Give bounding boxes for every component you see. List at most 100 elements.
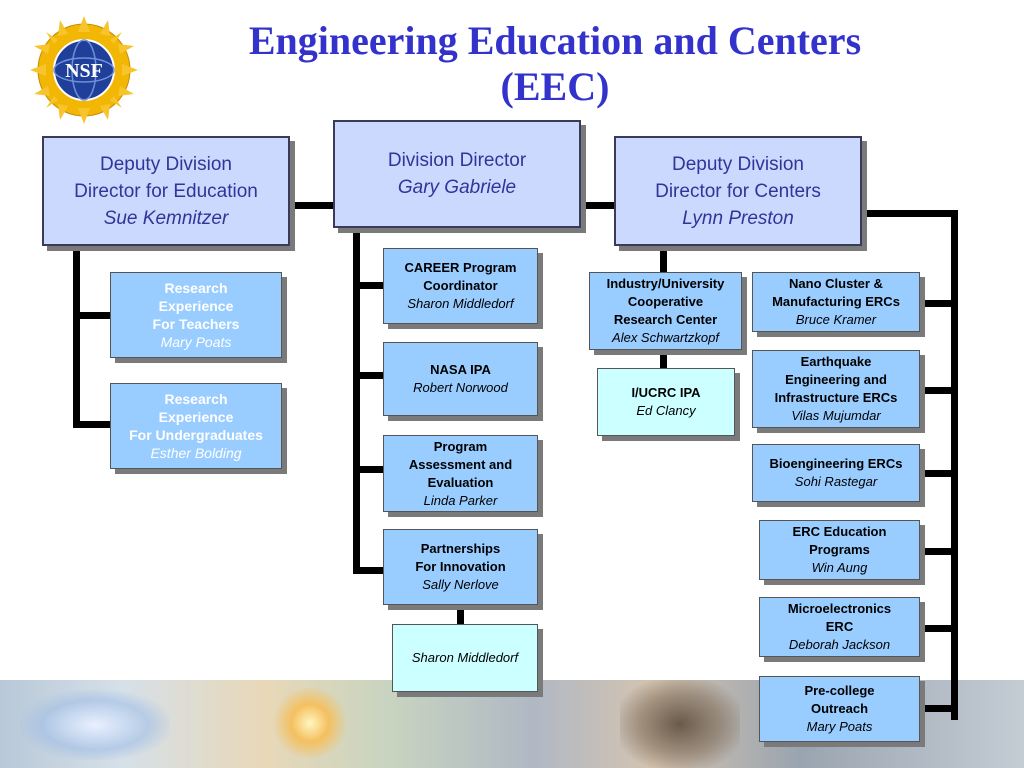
nsf-logo-icon: NSF [30,16,138,124]
staff-line-1: Partnerships [420,541,501,556]
division-director-name: Gary Gabriele [397,177,517,198]
staff-line-2: For Innovation [415,559,506,574]
deputy-centers-role-2: Director for Centers [655,180,821,202]
education-program-box: Research Experience For Undergraduates E… [110,383,282,469]
erc-person: Sohi Rastegar [794,474,878,489]
program-person: Esther Bolding [150,445,242,461]
page-title-line-2: (EEC) [500,64,610,109]
staff-box: NASA IPA Robert Norwood [383,342,538,416]
erc-person: Mary Poats [806,719,873,734]
connector-education-vertical [73,246,80,428]
connector-director-left [290,202,334,209]
connector-erc-1 [920,300,957,307]
deputy-centers-role-1: Deputy Division [672,153,804,175]
page-title-line-1: Engineering Education and Centers [248,18,862,63]
erc-line-1: Microelectronics [787,601,892,616]
connector-staff-2 [353,372,384,379]
division-director-role: Division Director [387,150,527,171]
erc-line-1: ERC Education [792,524,887,539]
banner-person-shape [620,680,740,768]
connector-staff-vertical [353,228,360,574]
erc-program-box: ERC Education Programs Win Aung [759,520,920,580]
iucrc-ipa-person: Ed Clancy [636,403,696,418]
erc-line-1: Bioengineering ERCs [769,456,903,471]
erc-person: Win Aung [811,560,868,575]
partnerships-sub-person: Sharon Middledorf [411,650,519,665]
connector-partnerships-sub [457,604,464,624]
erc-line-1: Nano Cluster & [789,276,883,291]
connector-staff-1 [353,282,384,289]
connector-education-2 [73,421,111,428]
iucrc-person: Alex Schwartzkopf [612,330,719,345]
erc-line-2: Outreach [810,701,869,716]
banner-light-shape [20,690,170,760]
program-person: Mary Poats [160,334,232,350]
program-line-2: Experience [158,409,234,425]
connector-erc-6 [920,705,957,712]
staff-person: Robert Norwood [413,380,508,395]
connector-director-right [580,202,615,209]
staff-line-1: Program [433,438,488,454]
erc-program-box: Microelectronics ERC Deborah Jackson [759,597,920,657]
connector-iucrc-down [660,350,667,368]
staff-person: Sharon Middledorf [407,296,514,311]
deputy-education-role-2: Director for Education [74,180,258,202]
connector-erc-2 [920,387,957,394]
program-line-3: For Teachers [152,316,240,332]
staff-line-1: CAREER Program [404,260,517,275]
erc-program-box: Bioengineering ERCs Sohi Rastegar [752,444,920,502]
banner-glow [270,688,350,758]
erc-person: Vilas Mujumdar [791,408,881,423]
division-director-box: Division Director Gary Gabriele [333,120,581,228]
erc-line-1: Earthquake [800,354,872,369]
page-title: Engineering Education and Centers (EEC) [170,18,940,110]
program-line-1: Research [164,391,228,407]
staff-line-1: NASA IPA [430,362,491,377]
connector-centers-down [660,246,667,272]
deputy-education-name: Sue Kemnitzer [103,207,229,229]
staff-person: Sally Nerlove [422,577,499,592]
deputy-centers-name: Lynn Preston [682,207,794,229]
staff-person: Linda Parker [423,492,498,508]
connector-erc-vertical [951,210,958,720]
erc-line-2: Engineering and [785,372,887,387]
erc-line-2: Programs [809,542,870,557]
program-line-1: Research [164,280,228,296]
iucrc-line-1: Industry/University [606,276,725,291]
program-line-3: For Undergraduates [129,427,263,443]
connector-erc-4 [920,548,957,555]
iucrc-ipa-line-1: I/UCRC IPA [631,385,701,400]
erc-program-box: Pre-college Outreach Mary Poats [759,676,920,742]
erc-line-3: Infrastructure ERCs [774,390,898,405]
program-line-2: Experience [158,298,234,314]
staff-line-2: Assessment and [408,456,513,472]
staff-box: Program Assessment and Evaluation Linda … [383,435,538,512]
connector-staff-4 [353,567,384,574]
staff-line-2: Coordinator [423,278,498,293]
deputy-centers-box: Deputy Division Director for Centers Lyn… [614,136,862,246]
erc-line-1: Pre-college [804,683,875,698]
erc-line-2: ERC [825,619,854,634]
partnerships-sub-box: Sharon Middledorf [392,624,538,692]
iucrc-box: Industry/University Cooperative Research… [589,272,742,350]
erc-person: Deborah Jackson [788,637,891,652]
erc-line-2: Manufacturing ERCs [772,294,900,309]
staff-box: CAREER Program Coordinator Sharon Middle… [383,248,538,324]
connector-staff-3 [353,466,384,473]
erc-person: Bruce Kramer [795,312,877,327]
connector-education-1 [73,312,111,319]
erc-program-box: Earthquake Engineering and Infrastructur… [752,350,920,428]
staff-box: Partnerships For Innovation Sally Nerlov… [383,529,538,605]
iucrc-line-3: Research Center [613,312,718,327]
deputy-education-role-1: Deputy Division [100,153,232,175]
staff-line-3: Evaluation [427,474,494,490]
erc-program-box: Nano Cluster & Manufacturing ERCs Bruce … [752,272,920,332]
education-program-box: Research Experience For Teachers Mary Po… [110,272,282,358]
connector-centers-right [862,210,957,217]
deputy-education-box: Deputy Division Director for Education S… [42,136,290,246]
iucrc-line-2: Cooperative [627,294,704,309]
nsf-logo-text: NSF [65,60,103,82]
connector-erc-3 [920,470,957,477]
iucrc-ipa-box: I/UCRC IPA Ed Clancy [597,368,735,436]
